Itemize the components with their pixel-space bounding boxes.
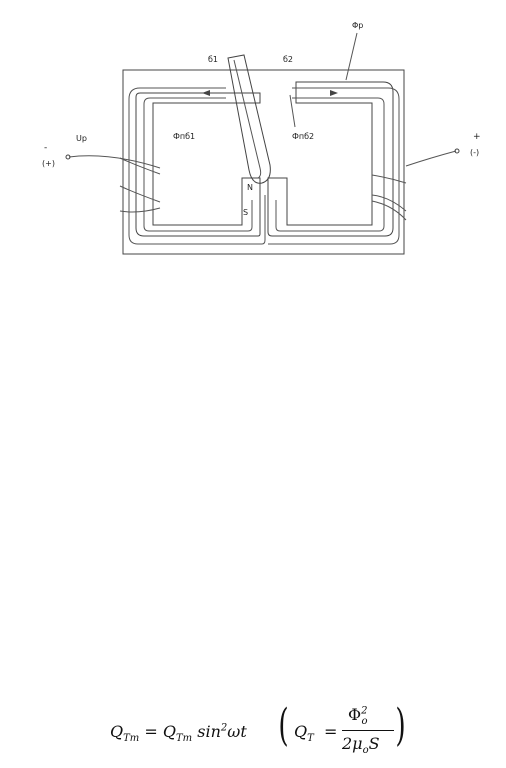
label-pole-north: N — [247, 183, 253, 192]
flux-loop-right-inner — [275, 97, 385, 232]
outer-frame — [122, 69, 405, 255]
leader-flux-main — [345, 32, 358, 81]
armature-inner — [233, 59, 262, 179]
formula-denominator: 2μоS — [342, 734, 380, 757]
formula-q-t: QТ = — [294, 722, 338, 745]
electromagnet-diagram: Φр б1 б2 Фпб1 Фпб2 Uр - (+) + (-) N S — [42, 21, 481, 255]
coil-right-3 — [371, 200, 407, 221]
formula-numerator: Φ2о — [348, 705, 368, 728]
lead-wire-right — [405, 150, 457, 167]
label-left-sign-alt: (+) — [42, 159, 55, 168]
coil-left-2 — [119, 185, 161, 203]
label-voltage: Uр — [76, 134, 87, 143]
coil-right-2 — [371, 194, 407, 212]
leader-flux-gap-2 — [289, 94, 296, 128]
terminal-right — [454, 148, 460, 154]
label-flux-main: Φр — [352, 21, 363, 30]
coil-right-1 — [371, 174, 407, 184]
label-air-gap-1: б1 — [208, 55, 218, 64]
flux-arrow-left — [202, 90, 210, 96]
formula-paren-open: ( — [278, 700, 289, 751]
flux-loop-right-outer — [268, 87, 400, 245]
label-air-gap-2: б2 — [283, 55, 293, 64]
armature — [227, 54, 271, 184]
label-left-sign: - — [44, 143, 47, 153]
flux-loop-left-outer — [128, 87, 266, 245]
formula-main: QТm = QТm sin2ωt — [110, 722, 247, 745]
label-flux-gap-2: Фпб2 — [292, 132, 314, 141]
core-outline-right — [267, 81, 394, 237]
flux-arrow-top — [330, 90, 338, 96]
formula-paren-close: ) — [395, 700, 406, 751]
terminal-left — [65, 154, 71, 160]
formula-fraction-bar — [342, 730, 394, 731]
flux-loop-left-inner — [143, 97, 253, 232]
label-flux-gap-1: Фпб1 — [173, 132, 195, 141]
label-pole-south: S — [243, 208, 248, 217]
label-right-sign-alt: (-) — [470, 148, 479, 157]
lead-wire-left — [68, 155, 161, 169]
core-outline-outer — [135, 92, 261, 237]
label-right-sign: + — [473, 132, 481, 142]
coil-left-3 — [119, 207, 161, 213]
thermal-force-formula: QТm = QТm sin2ωt ( QТ = Φ2о 2μоS ) — [110, 700, 410, 760]
